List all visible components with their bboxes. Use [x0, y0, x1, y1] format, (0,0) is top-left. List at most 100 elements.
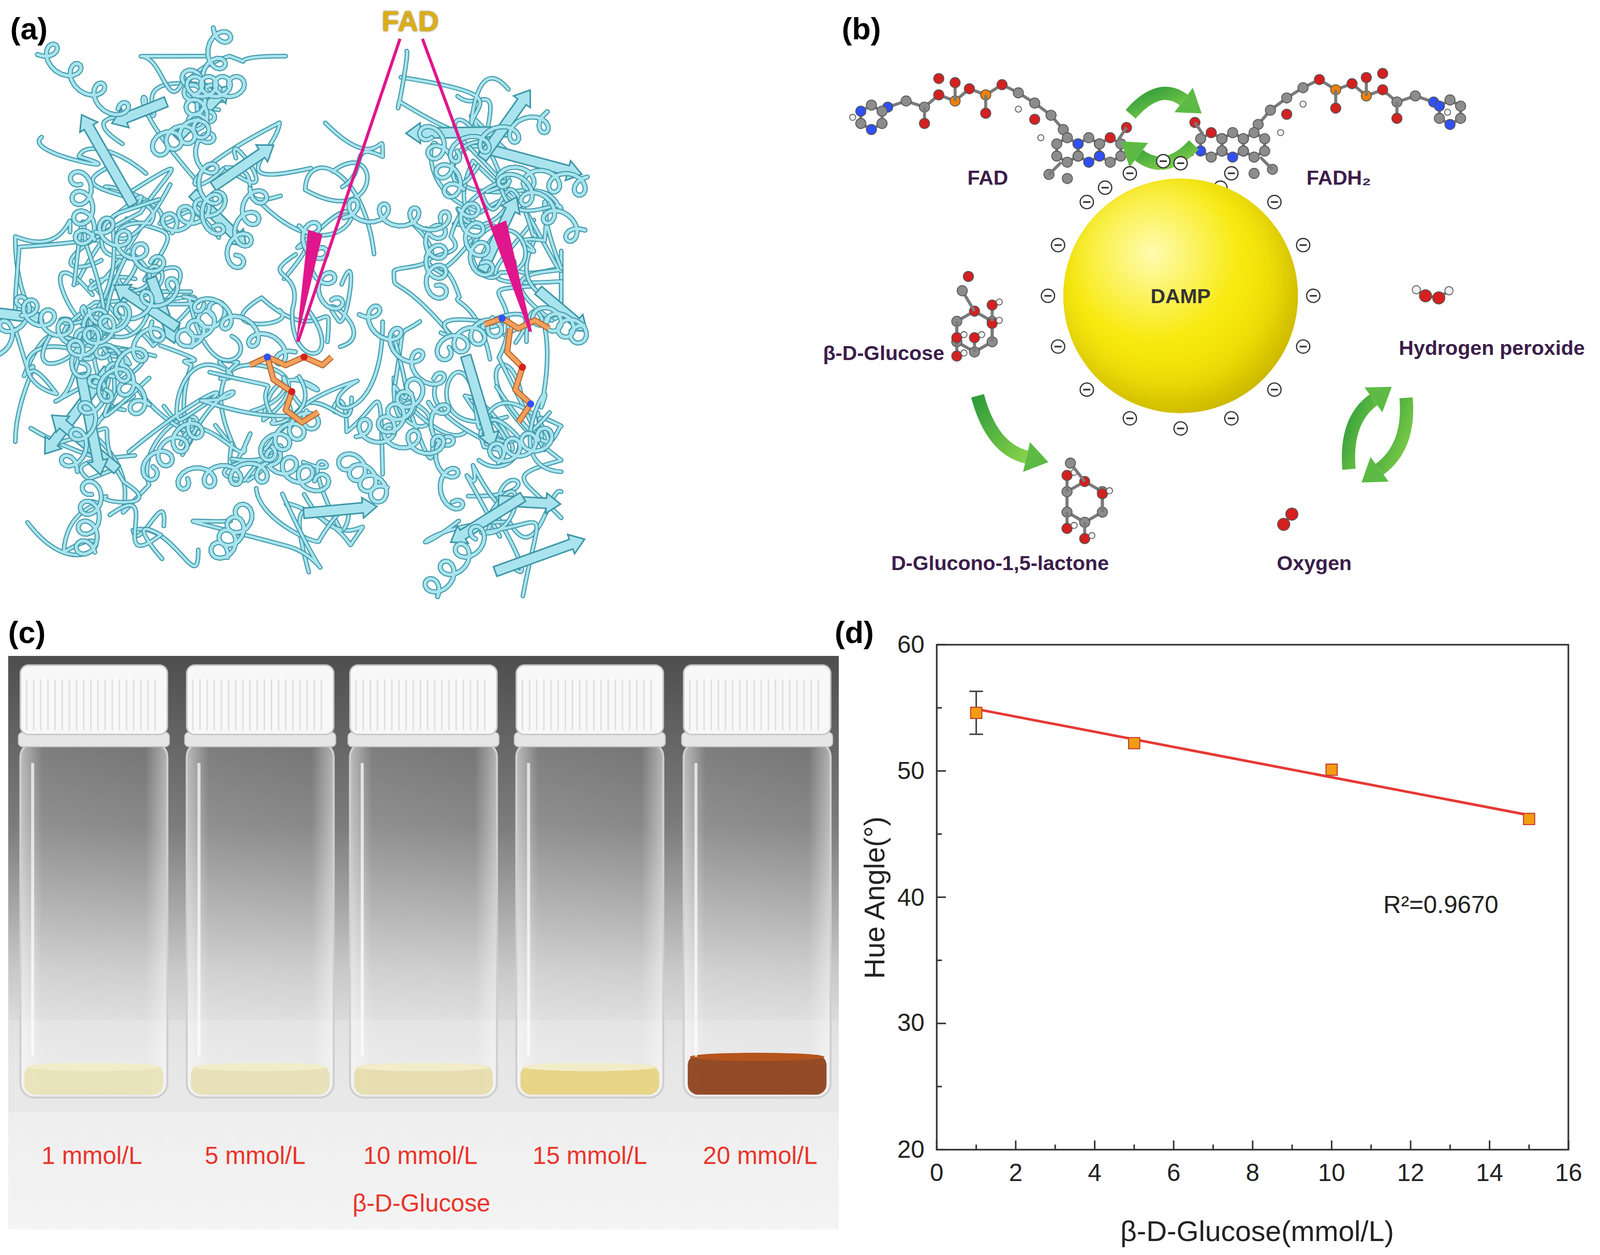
reaction-arrow: [1379, 397, 1407, 470]
y-tick: [936, 707, 942, 709]
axis-tick-label: 50: [897, 757, 925, 785]
charge-circle: [1224, 166, 1239, 181]
bond: [1048, 162, 1062, 175]
beta-strand: [210, 144, 274, 191]
error-bar: [969, 690, 983, 693]
cap-ridge: [39, 679, 42, 731]
atom: [986, 300, 998, 311]
atom: [1051, 138, 1062, 150]
atom: [1444, 109, 1451, 116]
pointer-head: [295, 229, 323, 346]
ribbon-edge: [338, 453, 388, 502]
ribbon: [425, 225, 447, 299]
axis-tick-label: 6: [1166, 1160, 1181, 1188]
fad-atom: [519, 363, 527, 372]
fad-stick-edge: [507, 328, 531, 423]
atom: [1412, 285, 1421, 294]
fad-stick: [267, 357, 319, 423]
cap-ridge: [75, 679, 78, 731]
atom: [1062, 173, 1073, 184]
ribbon: [428, 402, 463, 510]
atom: [1285, 508, 1299, 521]
data-point: [1523, 813, 1535, 825]
ribbon-edge: [37, 43, 129, 115]
glass-highlight: [527, 763, 531, 1058]
vial-cap: [186, 665, 334, 735]
molecule-label: FAD: [381, 6, 439, 39]
concentration-label: 15 mmol/L: [532, 1142, 647, 1170]
charge-minus: [1083, 389, 1091, 391]
cap-ridge: [593, 679, 595, 731]
x-tick: [1528, 1145, 1530, 1151]
glass-highlight: [360, 763, 364, 1058]
cap-ridge: [256, 679, 258, 731]
atom: [1073, 151, 1084, 162]
ribbon: [338, 453, 388, 502]
charge-minus: [1270, 201, 1279, 203]
ribbon-edge: [27, 501, 97, 556]
atom: [1051, 151, 1062, 162]
charge-circle: [1079, 195, 1094, 210]
fit-line: [976, 709, 1530, 816]
y-tick: [936, 770, 946, 773]
cap-ridge: [628, 679, 631, 731]
cap-ridge: [426, 679, 429, 731]
charge-circle: [1174, 421, 1188, 436]
vial-cap: [516, 665, 664, 735]
atom: [1281, 109, 1293, 120]
atom: [855, 118, 867, 129]
panel-label: (c): [8, 615, 46, 650]
x-tick: [1054, 1145, 1057, 1151]
x-tick: [1410, 1141, 1412, 1151]
atom: [951, 332, 962, 344]
arrow-head: [1361, 456, 1389, 483]
atom: [1079, 533, 1090, 544]
ribbon-edge: [21, 300, 90, 346]
cap-ridge: [483, 679, 486, 731]
cap-ridge: [132, 679, 135, 731]
arrow-head: [1364, 387, 1392, 413]
ribbon: [186, 76, 245, 97]
charge-circle: [1123, 411, 1137, 426]
ribbon: [359, 306, 445, 385]
error-bar: [969, 733, 983, 736]
atom: [1259, 133, 1270, 144]
atom: [1434, 100, 1445, 112]
charge-minus: [1101, 186, 1109, 189]
ribbon: [286, 494, 363, 546]
cap-ridge: [391, 679, 393, 731]
ribbon: [393, 221, 452, 336]
ribbon: [498, 174, 585, 242]
x-tick: [975, 1145, 977, 1151]
cap-ridge: [521, 679, 524, 731]
atom: [1277, 129, 1284, 136]
atom: [1062, 132, 1073, 143]
ribbon: [194, 298, 296, 364]
atom: [1206, 152, 1217, 163]
cap-ridge: [689, 679, 691, 731]
fad-stick-edge: [267, 357, 319, 423]
cap-ridge: [803, 679, 805, 731]
x-tick: [936, 1141, 938, 1151]
charge-minus: [1177, 162, 1185, 165]
atom: [1432, 291, 1446, 305]
x-tick: [1014, 1141, 1017, 1151]
charge-circle: [1041, 289, 1055, 303]
molecules: [849, 68, 1466, 544]
protein-ribbon: [0, 27, 588, 597]
ribbon-edge: [178, 462, 268, 490]
ribbon: [489, 428, 553, 463]
cap-ridge: [448, 679, 450, 731]
atom: [1314, 74, 1325, 85]
cap-ridge: [383, 679, 386, 731]
ribbon: [37, 43, 129, 115]
atom: [1265, 105, 1276, 116]
cap-ridge: [695, 679, 698, 731]
charge-minus: [1177, 427, 1185, 430]
ribbon: [76, 481, 102, 555]
atom: [1297, 82, 1309, 94]
cap-ridge: [118, 679, 121, 731]
vial-glass: [186, 743, 334, 1099]
charge-minus: [1309, 294, 1317, 297]
atom: [980, 108, 991, 119]
